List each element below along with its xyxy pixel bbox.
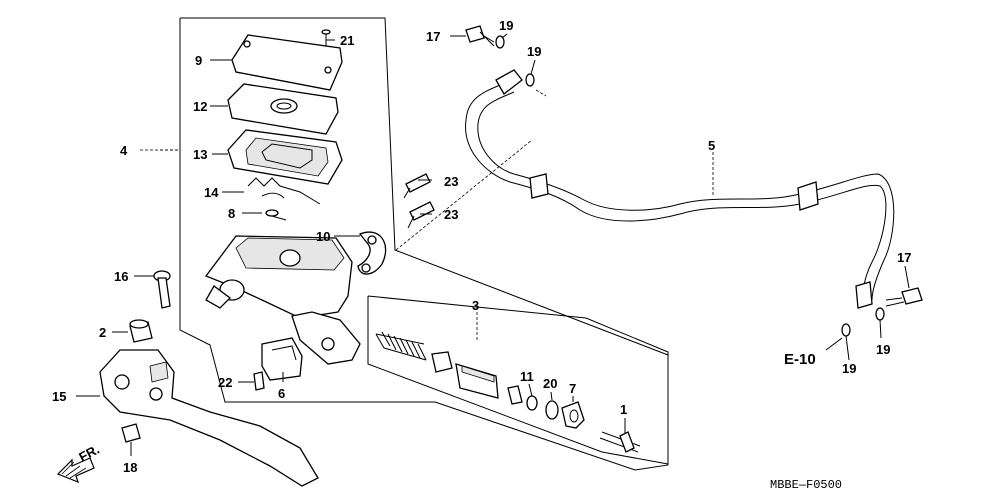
callout-4: 4 bbox=[120, 143, 128, 158]
callout-10: 10 bbox=[316, 229, 330, 244]
upper-sealing-washers-part bbox=[495, 35, 535, 87]
clutch-hose-part bbox=[465, 69, 895, 309]
lower-sealing-washers-part bbox=[841, 307, 885, 337]
float-clip-part bbox=[247, 177, 321, 205]
callout-6: 6 bbox=[278, 386, 285, 401]
callout-23-upper: 23 bbox=[444, 174, 458, 189]
reservoir-diaphragm-part bbox=[227, 129, 343, 185]
diagram-code: MBBE—F0500 bbox=[770, 478, 842, 492]
callout-7: 7 bbox=[569, 381, 576, 396]
callout-13: 13 bbox=[193, 147, 207, 162]
callout-labels: 1 2 3 4 5 6 7 8 9 10 11 12 13 14 15 16 1… bbox=[52, 18, 911, 475]
switch-screw-part bbox=[253, 371, 265, 391]
clutch-switch-part bbox=[261, 337, 303, 381]
callout-8: 8 bbox=[228, 206, 235, 221]
lever-pivot-bolt-part bbox=[153, 270, 171, 309]
piston-set-outline bbox=[367, 295, 669, 465]
callout-17-lower: 17 bbox=[897, 250, 911, 265]
callout-20: 20 bbox=[543, 376, 557, 391]
push-rod-part bbox=[599, 431, 641, 453]
callout-11: 11 bbox=[520, 369, 534, 384]
callout-9: 9 bbox=[195, 53, 202, 68]
cap-screw-part bbox=[321, 29, 331, 46]
callout-2: 2 bbox=[99, 325, 106, 340]
callout-19-lower-b: 19 bbox=[842, 361, 856, 376]
circlip-part bbox=[545, 400, 559, 420]
callout-21: 21 bbox=[340, 33, 354, 48]
callout-23-lower: 23 bbox=[444, 207, 458, 222]
callout-3: 3 bbox=[472, 298, 479, 313]
callout-19-upper-b: 19 bbox=[527, 44, 541, 59]
master-cylinder-body-part bbox=[204, 235, 361, 365]
lever-bush-part bbox=[129, 319, 153, 343]
reservoir-plate-part bbox=[227, 83, 339, 135]
piston-boot-part bbox=[561, 401, 585, 429]
callout-19-upper-a: 19 bbox=[499, 18, 513, 33]
piston-part bbox=[431, 351, 523, 405]
piston-spring-part bbox=[375, 331, 427, 361]
clutch-lever-part bbox=[99, 349, 319, 487]
callout-17-upper: 17 bbox=[426, 29, 440, 44]
piston-washer-part bbox=[526, 395, 538, 411]
small-screw-part bbox=[265, 209, 287, 221]
handlebar-clamp-part bbox=[357, 231, 387, 275]
callout-leaders bbox=[76, 33, 910, 456]
reservoir-cap-part bbox=[231, 34, 343, 91]
clamp-bolts-part bbox=[403, 173, 435, 229]
front-direction-arrow: FR. bbox=[56, 442, 102, 484]
reference-label: E-10 bbox=[784, 351, 816, 368]
callout-15: 15 bbox=[52, 389, 66, 404]
callout-19-lower-a: 19 bbox=[876, 342, 890, 357]
lever-nut-part bbox=[121, 423, 141, 443]
callout-1: 1 bbox=[620, 402, 627, 417]
callout-18: 18 bbox=[123, 460, 137, 475]
callout-16: 16 bbox=[114, 269, 128, 284]
callout-12: 12 bbox=[193, 99, 207, 114]
callout-22: 22 bbox=[218, 375, 232, 390]
lower-oil-bolt-part bbox=[885, 287, 923, 307]
callout-5: 5 bbox=[708, 138, 715, 153]
front-direction-label: FR. bbox=[76, 442, 102, 465]
upper-oil-bolt-part bbox=[465, 25, 495, 47]
callout-14: 14 bbox=[204, 185, 219, 200]
